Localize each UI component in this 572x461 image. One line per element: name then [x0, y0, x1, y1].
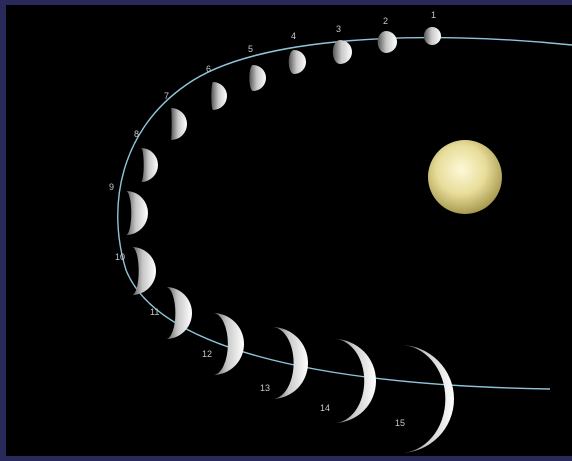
phase-label-15: 15 [395, 418, 405, 428]
planet-phase-7 [171, 108, 187, 140]
phase-label-1: 1 [431, 10, 436, 20]
phase-label-3: 3 [336, 24, 341, 34]
planet-phase-14 [334, 339, 376, 423]
planet-phase-6 [211, 82, 227, 110]
planet-phase-12 [213, 313, 244, 375]
planet-phase-5 [249, 65, 266, 91]
phase-label-5: 5 [248, 44, 253, 54]
phase-label-2: 2 [383, 16, 388, 26]
planet-phases [126, 27, 454, 453]
phase-label-10: 10 [115, 252, 125, 262]
phase-label-14: 14 [320, 403, 330, 413]
phase-label-12: 12 [202, 349, 212, 359]
planet-phase-3 [333, 40, 352, 64]
planet-phase-4 [289, 50, 306, 74]
phase-label-9: 9 [109, 182, 114, 192]
phase-label-11: 11 [150, 307, 159, 317]
planet-phase-9 [126, 191, 148, 235]
phase-label-8: 8 [134, 129, 139, 139]
planet-phase-2 [378, 31, 397, 53]
phase-label-6: 6 [206, 64, 211, 74]
sun [428, 140, 502, 214]
planet-phase-1 [424, 27, 441, 45]
planet-phase-15 [400, 345, 454, 453]
planet-phase-13 [272, 327, 308, 399]
orbit-path [118, 38, 572, 389]
phase-label-4: 4 [291, 31, 296, 41]
planet-phase-8 [141, 148, 158, 182]
phase-label-13: 13 [260, 383, 270, 393]
planet-phase-11 [166, 287, 192, 339]
phase-label-7: 7 [164, 91, 169, 101]
